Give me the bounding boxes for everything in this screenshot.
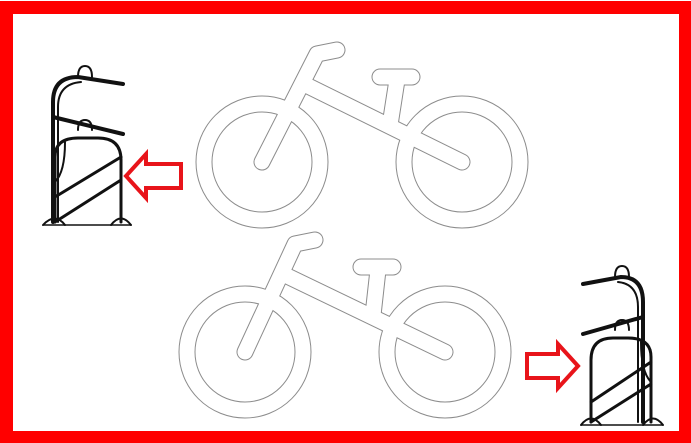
bike-rack-icon xyxy=(580,265,664,426)
bike-rack-icon xyxy=(42,65,132,226)
arrow-right-icon xyxy=(525,338,581,394)
arrow-left-icon xyxy=(123,148,183,204)
bicycle-outline-icon xyxy=(178,231,512,419)
bicycle-outline-icon xyxy=(195,41,529,229)
